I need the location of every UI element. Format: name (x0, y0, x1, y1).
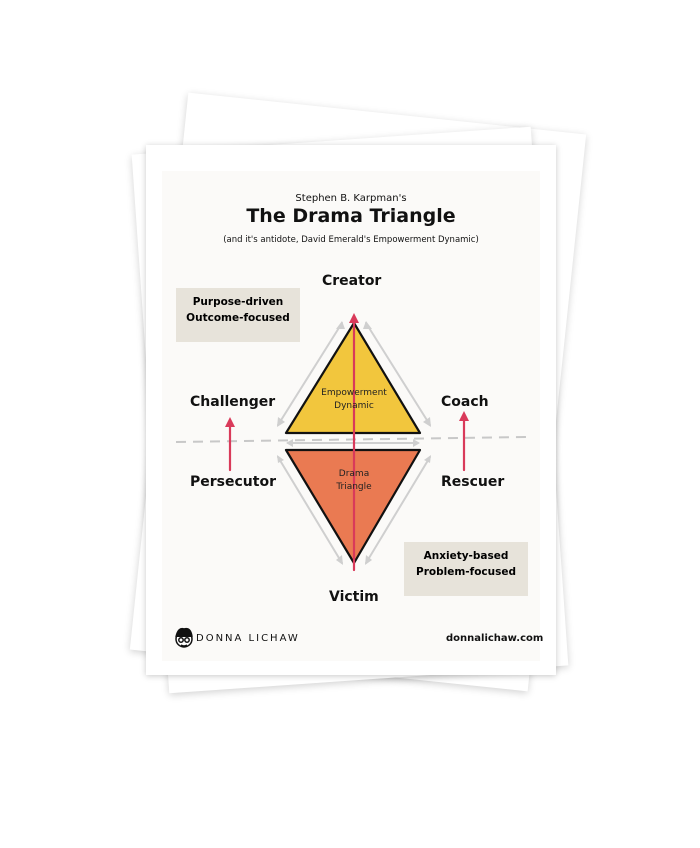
label-coach: Coach (441, 394, 489, 410)
note-anxiety-based: Anxiety-based Problem-focused (404, 542, 528, 596)
note-purpose-driven: Purpose-driven Outcome-focused (176, 288, 300, 342)
footer-url[interactable]: donnalichaw.com (446, 633, 544, 644)
dashed-divider (175, 436, 527, 443)
red-arrows (228, 317, 466, 572)
label-persecutor: Persecutor (190, 474, 276, 490)
upper-triangle-line2: Dynamic (334, 401, 374, 411)
lower-triangle-line2: Triangle (336, 482, 372, 492)
worksheet-page: Stephen B. Karpman's The Drama Triangle … (146, 145, 556, 675)
page-subtitle: (and it's antidote, David Emerald's Empo… (223, 235, 479, 245)
label-creator: Creator (322, 273, 382, 289)
lower-triangle-line1: Drama (338, 469, 370, 479)
gray-arrowheads (277, 321, 431, 565)
avatar-icon (175, 627, 193, 648)
triangle-diagram (175, 313, 527, 648)
upper-triangle-line1: Empowerment (321, 388, 387, 398)
label-victim: Victim (329, 589, 379, 605)
note-top-line2: Outcome-focused (186, 312, 290, 324)
note-bottom-line1: Anxiety-based (423, 550, 509, 562)
footer-author: DONNA LICHAW (196, 633, 300, 644)
label-challenger: Challenger (190, 394, 276, 410)
page-title: The Drama Triangle (246, 205, 456, 227)
red-arrowheads (225, 313, 469, 427)
kicker-text: Stephen B. Karpman's (295, 193, 407, 204)
note-top-line1: Purpose-driven (192, 296, 284, 308)
label-rescuer: Rescuer (441, 474, 505, 490)
note-bottom-line2: Problem-focused (416, 566, 516, 578)
lower-triangle-label: Drama Triangle (304, 468, 404, 494)
upper-triangle-label: Empowerment Dynamic (304, 387, 404, 413)
